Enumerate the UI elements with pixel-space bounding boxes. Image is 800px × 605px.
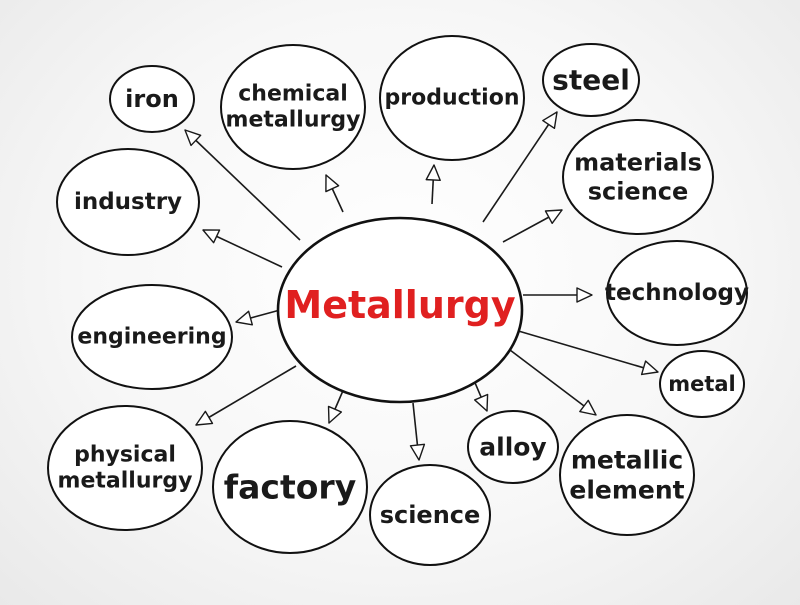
connector-layer <box>184 111 659 461</box>
topic-label: metallurgy <box>58 469 193 494</box>
topic-label: physical <box>74 442 176 467</box>
topic-label: production <box>385 86 520 111</box>
connector-steel <box>482 111 558 223</box>
topic-label: science <box>588 177 689 205</box>
arrowhead-factory <box>327 405 343 424</box>
arrowhead-industry <box>202 229 221 244</box>
topic-label: chemical <box>238 81 348 106</box>
topic-bubble-alloy <box>467 410 559 484</box>
topic-label: metal <box>668 372 736 396</box>
arrowhead-iron <box>184 129 202 147</box>
topic-label: industry <box>74 189 182 215</box>
topic-label: technology <box>605 280 749 306</box>
arrowhead-science <box>409 443 426 461</box>
topic-node-alloy: alloy <box>467 410 559 484</box>
topic-node-factory: factory <box>212 420 368 554</box>
topic-bubble-technology <box>606 240 748 346</box>
topic-label: iron <box>125 85 179 113</box>
topic-node-technology: technology <box>605 240 749 346</box>
topic-bubble-iron <box>109 65 195 133</box>
topic-bubble-physical-metallurgy <box>47 405 203 531</box>
topic-bubble-metallic-element <box>559 414 695 536</box>
topic-bubble-factory <box>212 420 368 554</box>
topic-bubble-science <box>369 464 491 566</box>
topic-bubble-metal <box>659 350 745 418</box>
arrowhead-steel <box>542 111 558 130</box>
topic-label: science <box>380 501 481 529</box>
center-title: Metallurgy <box>284 283 515 327</box>
topic-node-steel: steel <box>542 43 640 117</box>
connector-metallic-element <box>509 349 597 416</box>
arrowhead-metallic-element <box>579 399 597 416</box>
topic-bubble-materials-science <box>562 119 714 235</box>
arrowhead-metal <box>640 360 659 376</box>
topic-bubble-production <box>379 35 525 161</box>
topic-label: materials <box>574 149 702 177</box>
center-node: Metallurgy <box>276 216 524 404</box>
topic-node-industry: industry <box>56 148 200 256</box>
center-bubble <box>276 216 524 404</box>
topic-node-science: science <box>369 464 491 566</box>
arrowhead-alloy <box>473 393 489 412</box>
topic-bubble-industry <box>56 148 200 256</box>
topic-label: metallic <box>571 446 683 475</box>
arrowhead-technology <box>576 287 593 303</box>
arrowhead-physical-metallurgy <box>195 410 214 426</box>
topic-bubble-chemical-metallurgy <box>220 44 366 170</box>
topic-label: factory <box>224 468 356 507</box>
connector-metal <box>514 329 659 373</box>
topic-bubble-steel <box>542 43 640 117</box>
topic-label: element <box>569 476 684 505</box>
topic-node-production: production <box>379 35 525 161</box>
topic-label: engineering <box>77 325 226 350</box>
arrowhead-engineering <box>235 310 254 326</box>
connector-iron <box>184 129 301 241</box>
connector-physical-metallurgy <box>195 365 297 426</box>
topic-node-engineering: engineering <box>71 284 233 390</box>
topic-bubble-engineering <box>71 284 233 390</box>
topic-node-metal: metal <box>659 350 745 418</box>
topic-node-iron: iron <box>109 65 195 133</box>
topic-label: alloy <box>479 433 546 462</box>
arrowhead-production <box>425 164 441 182</box>
arrowhead-chemical-metallurgy <box>325 174 340 193</box>
topic-label: metallurgy <box>226 108 361 133</box>
topic-label: steel <box>552 64 630 97</box>
arrowhead-materials-science <box>544 209 563 225</box>
